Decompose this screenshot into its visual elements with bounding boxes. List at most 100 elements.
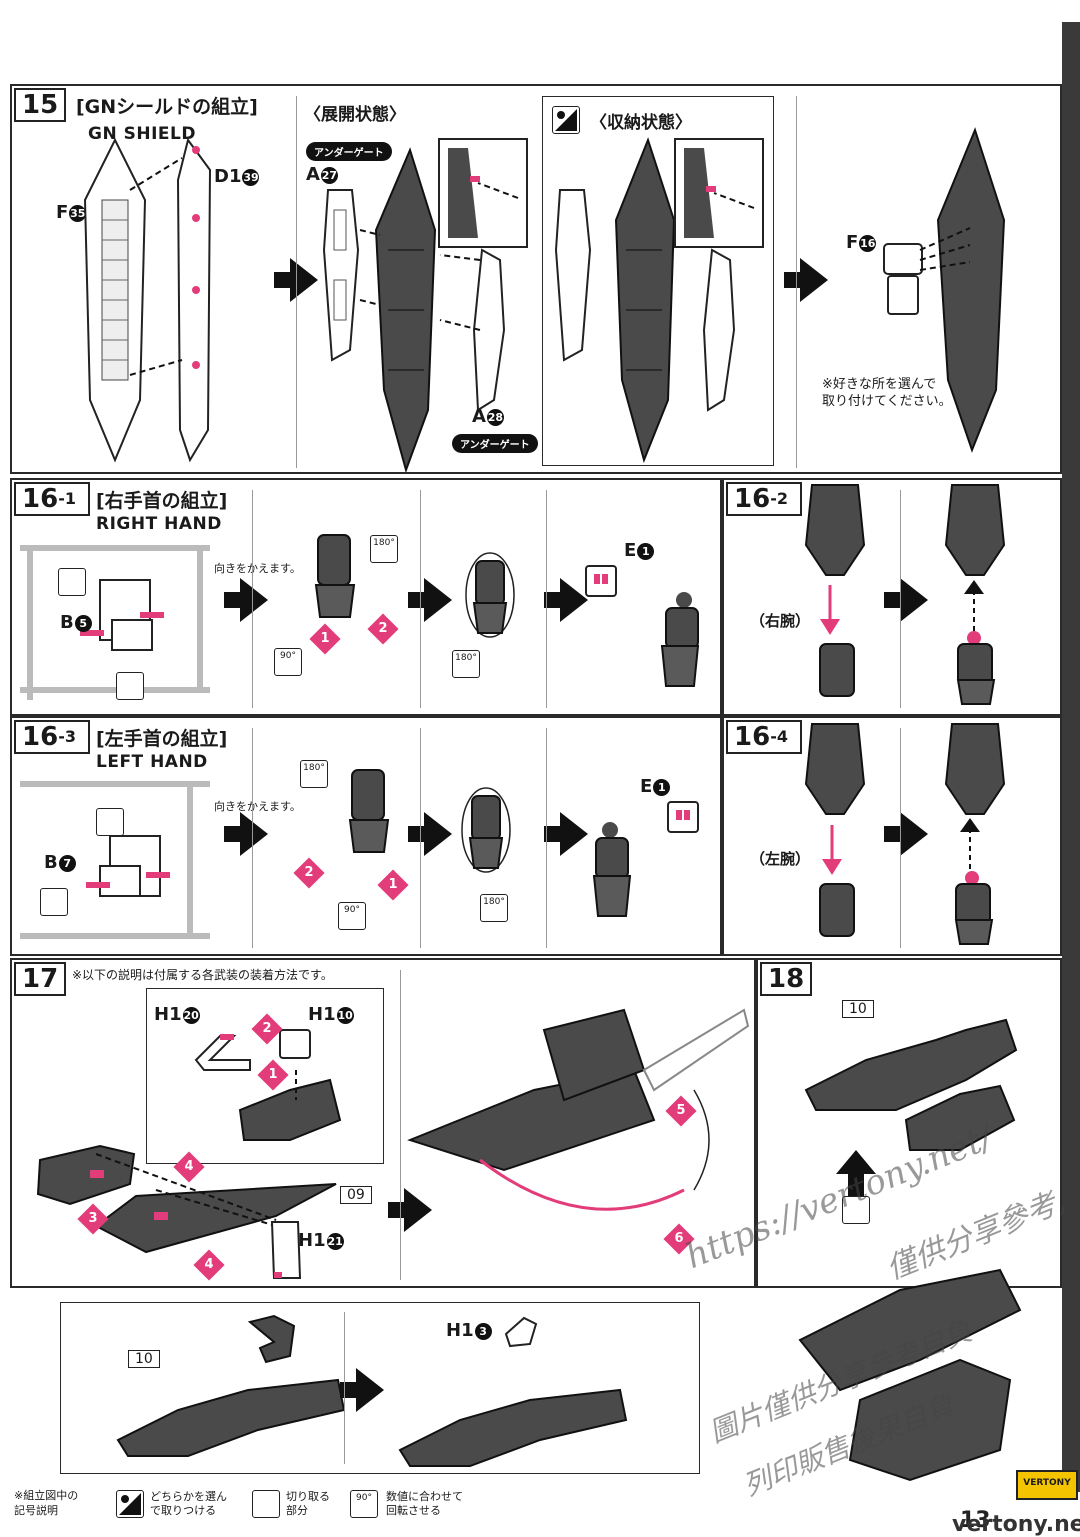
step-arrow bbox=[408, 578, 452, 622]
legend-item-rotate: 数値に合わせて 回転させる bbox=[386, 1490, 463, 1517]
legend-item-cut: 切り取る 部分 bbox=[286, 1490, 330, 1517]
step16-1-number: 16-1 bbox=[14, 482, 90, 516]
assembly-guide-lines-17 bbox=[95, 1153, 277, 1227]
connect-line-up bbox=[960, 818, 980, 876]
wrist-joint-part-left bbox=[667, 801, 699, 833]
step-arrow bbox=[274, 258, 318, 302]
part-box-09: 09 bbox=[340, 1186, 372, 1204]
clip-part-a27 bbox=[322, 189, 360, 362]
step15-divider-2 bbox=[796, 96, 797, 468]
step17-note: ※以下の説明は付属する各武装の装着方法です。 bbox=[72, 968, 333, 982]
divider bbox=[252, 728, 253, 948]
step-arrow bbox=[544, 812, 588, 856]
step-badge-4a: 4 bbox=[173, 1151, 205, 1183]
legend-item-choose: どちらかを選ん で取りつける bbox=[150, 1490, 227, 1517]
deploy-state-label: 〈展開状態〉 bbox=[304, 105, 406, 125]
left-hand-assembled bbox=[819, 883, 855, 937]
step-arrow bbox=[784, 258, 828, 302]
divider bbox=[546, 490, 547, 708]
left-arm-label: （左腕） bbox=[750, 850, 811, 868]
divider bbox=[252, 490, 253, 708]
bracket-part-h120 bbox=[194, 1034, 251, 1071]
gun-held-large bbox=[798, 1268, 1022, 1482]
step18-number: 18 bbox=[760, 962, 812, 996]
right-hand-final bbox=[660, 592, 700, 687]
insert-arrow-down bbox=[822, 825, 842, 875]
insert-arrow-down bbox=[820, 585, 840, 635]
divider bbox=[546, 728, 547, 948]
divider bbox=[900, 728, 901, 948]
clip-part-stowed-right bbox=[702, 248, 736, 412]
left-hand-flipped bbox=[461, 787, 511, 873]
step-badge-2: 2 bbox=[293, 857, 325, 889]
watermark-badge: VERTONY bbox=[1016, 1470, 1078, 1500]
step-arrow bbox=[884, 812, 928, 856]
choose-one-icon bbox=[842, 1196, 870, 1224]
step-arrow bbox=[408, 812, 452, 856]
step16-1-title-jp: [右手首の組立] bbox=[96, 490, 228, 512]
left-hand-with-joint bbox=[954, 871, 994, 945]
cut-icon bbox=[96, 808, 124, 836]
step-badge-2: 2 bbox=[367, 613, 399, 645]
step-arrow bbox=[340, 1368, 384, 1412]
right-hand-with-joint bbox=[956, 631, 996, 705]
cut-icon bbox=[58, 568, 86, 596]
step16-2-number: 16-2 bbox=[726, 482, 802, 516]
divider bbox=[400, 970, 401, 1280]
step-badge-5: 5 bbox=[665, 1095, 697, 1127]
stowed-state-label: 〈収納状態〉 bbox=[590, 113, 692, 133]
shield-body-deployed bbox=[374, 147, 437, 474]
step-arrow bbox=[544, 578, 588, 622]
wrist-joint-part bbox=[585, 565, 617, 597]
assembly-guide-lines-15a bbox=[129, 157, 183, 376]
under-gate-badge-1: アンダーゲート bbox=[306, 142, 392, 161]
rotate-90-icon: 90° bbox=[338, 902, 366, 930]
step-badge-1: 1 bbox=[377, 869, 409, 901]
cut-icon bbox=[252, 1490, 280, 1518]
left-arm-forearm bbox=[804, 723, 866, 815]
rotate-180-icon: 180° bbox=[300, 760, 328, 788]
right-arm-label: （右腕） bbox=[750, 612, 811, 630]
step-arrow bbox=[224, 578, 268, 622]
watermark-badge-url: vertony.net bbox=[952, 1512, 1080, 1537]
up-arrow-18 bbox=[836, 1150, 876, 1200]
right-hand-flipped bbox=[465, 552, 515, 638]
joint-part-h110 bbox=[279, 1029, 311, 1059]
clip-part-a28 bbox=[472, 248, 506, 412]
cut-icon bbox=[116, 672, 144, 700]
choose-one-icon bbox=[116, 1490, 144, 1518]
assembly-guide-lines-15c bbox=[919, 227, 971, 271]
step-arrow bbox=[884, 578, 928, 622]
right-hand-assembled bbox=[819, 643, 855, 697]
step17-number: 17 bbox=[14, 962, 66, 996]
runner-sprue-b7 bbox=[20, 781, 210, 939]
step16-3-number: 16-3 bbox=[14, 720, 90, 754]
cut-icon bbox=[40, 888, 68, 916]
connect-line-up bbox=[964, 580, 984, 638]
step15-note: ※好きな所を選んで 取り付けてください。 bbox=[822, 377, 952, 409]
divider bbox=[420, 728, 421, 948]
detail-zoom-box-1 bbox=[438, 138, 528, 248]
shield-back-frame bbox=[176, 137, 212, 463]
gun-part-10 bbox=[804, 1018, 1018, 1111]
rotate-90-icon: 90° bbox=[274, 648, 302, 676]
divider bbox=[344, 1312, 345, 1464]
page-edge-bar bbox=[1062, 22, 1080, 1492]
shield-final bbox=[936, 127, 1006, 453]
step16-1-title-en: RIGHT HAND bbox=[96, 514, 222, 534]
step-badge-2: 2 bbox=[251, 1013, 283, 1045]
rotate-icon: 90° bbox=[350, 1490, 378, 1518]
step-badge-3: 3 bbox=[77, 1203, 109, 1235]
clip-part-h121 bbox=[270, 1221, 302, 1279]
runner-sprue-b5 bbox=[20, 545, 210, 700]
left-hand-rotation bbox=[348, 769, 390, 853]
turn-note-1: 向きをかえます。 bbox=[214, 562, 301, 575]
rotate-180-icon: 180° bbox=[480, 894, 508, 922]
step15-title-jp: [GNシールドの組立] bbox=[76, 96, 258, 118]
step16-3-title-en: LEFT HAND bbox=[96, 752, 208, 772]
